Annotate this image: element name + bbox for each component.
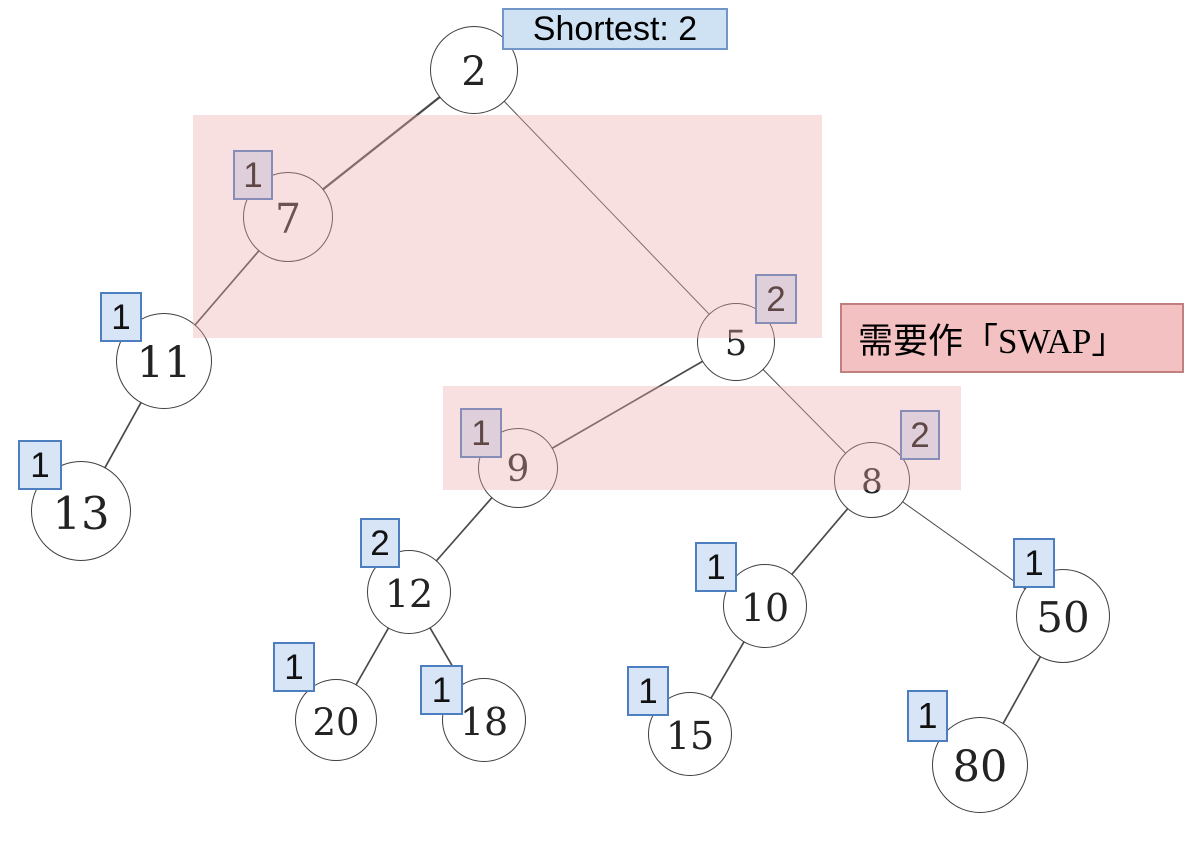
npl-badge-18: 1 — [420, 665, 463, 715]
npl-badge-12: 2 — [360, 518, 400, 568]
node-value-8: 8 — [861, 462, 883, 502]
npl-badge-8: 2 — [900, 410, 940, 460]
npl-badge-10: 1 — [695, 542, 737, 592]
npl-badge-50: 1 — [1013, 538, 1055, 588]
tree-node-18: 18 — [442, 678, 526, 762]
node-value-12: 12 — [384, 572, 434, 616]
npl-badge-5: 2 — [755, 274, 797, 324]
node-value-10: 10 — [740, 586, 790, 630]
edge-2-5 — [473, 69, 737, 343]
tree-node-13: 13 — [31, 461, 131, 561]
node-value-7: 7 — [274, 194, 302, 243]
node-value-15: 15 — [665, 714, 715, 758]
tree-node-2: 2 — [430, 26, 518, 114]
shortest-path-label: Shortest: 2 — [502, 8, 728, 50]
npl-badge-13: 1 — [18, 440, 62, 490]
npl-badge-20: 1 — [273, 642, 315, 692]
npl-badge-7: 1 — [233, 150, 273, 200]
node-value-11: 11 — [136, 337, 192, 388]
node-value-9: 9 — [506, 449, 530, 490]
swap-needed-note: 需要作「SWAP」 — [840, 303, 1184, 373]
npl-badge-9: 1 — [460, 408, 502, 458]
node-value-50: 50 — [1036, 593, 1090, 642]
node-value-13: 13 — [52, 486, 110, 540]
edge-5-9 — [517, 341, 737, 469]
tree-node-20: 20 — [295, 679, 377, 761]
node-value-20: 20 — [312, 700, 360, 744]
node-value-80: 80 — [952, 741, 1008, 792]
tree-node-10: 10 — [723, 564, 807, 648]
npl-badge-15: 1 — [627, 666, 669, 716]
tree-node-8: 8 — [834, 442, 910, 518]
node-value-18: 18 — [459, 700, 509, 744]
node-value-5: 5 — [724, 323, 748, 364]
node-value-2: 2 — [461, 49, 487, 95]
npl-badge-11: 1 — [100, 292, 142, 342]
tree-node-80: 80 — [932, 717, 1028, 813]
npl-badge-80: 1 — [907, 690, 948, 742]
